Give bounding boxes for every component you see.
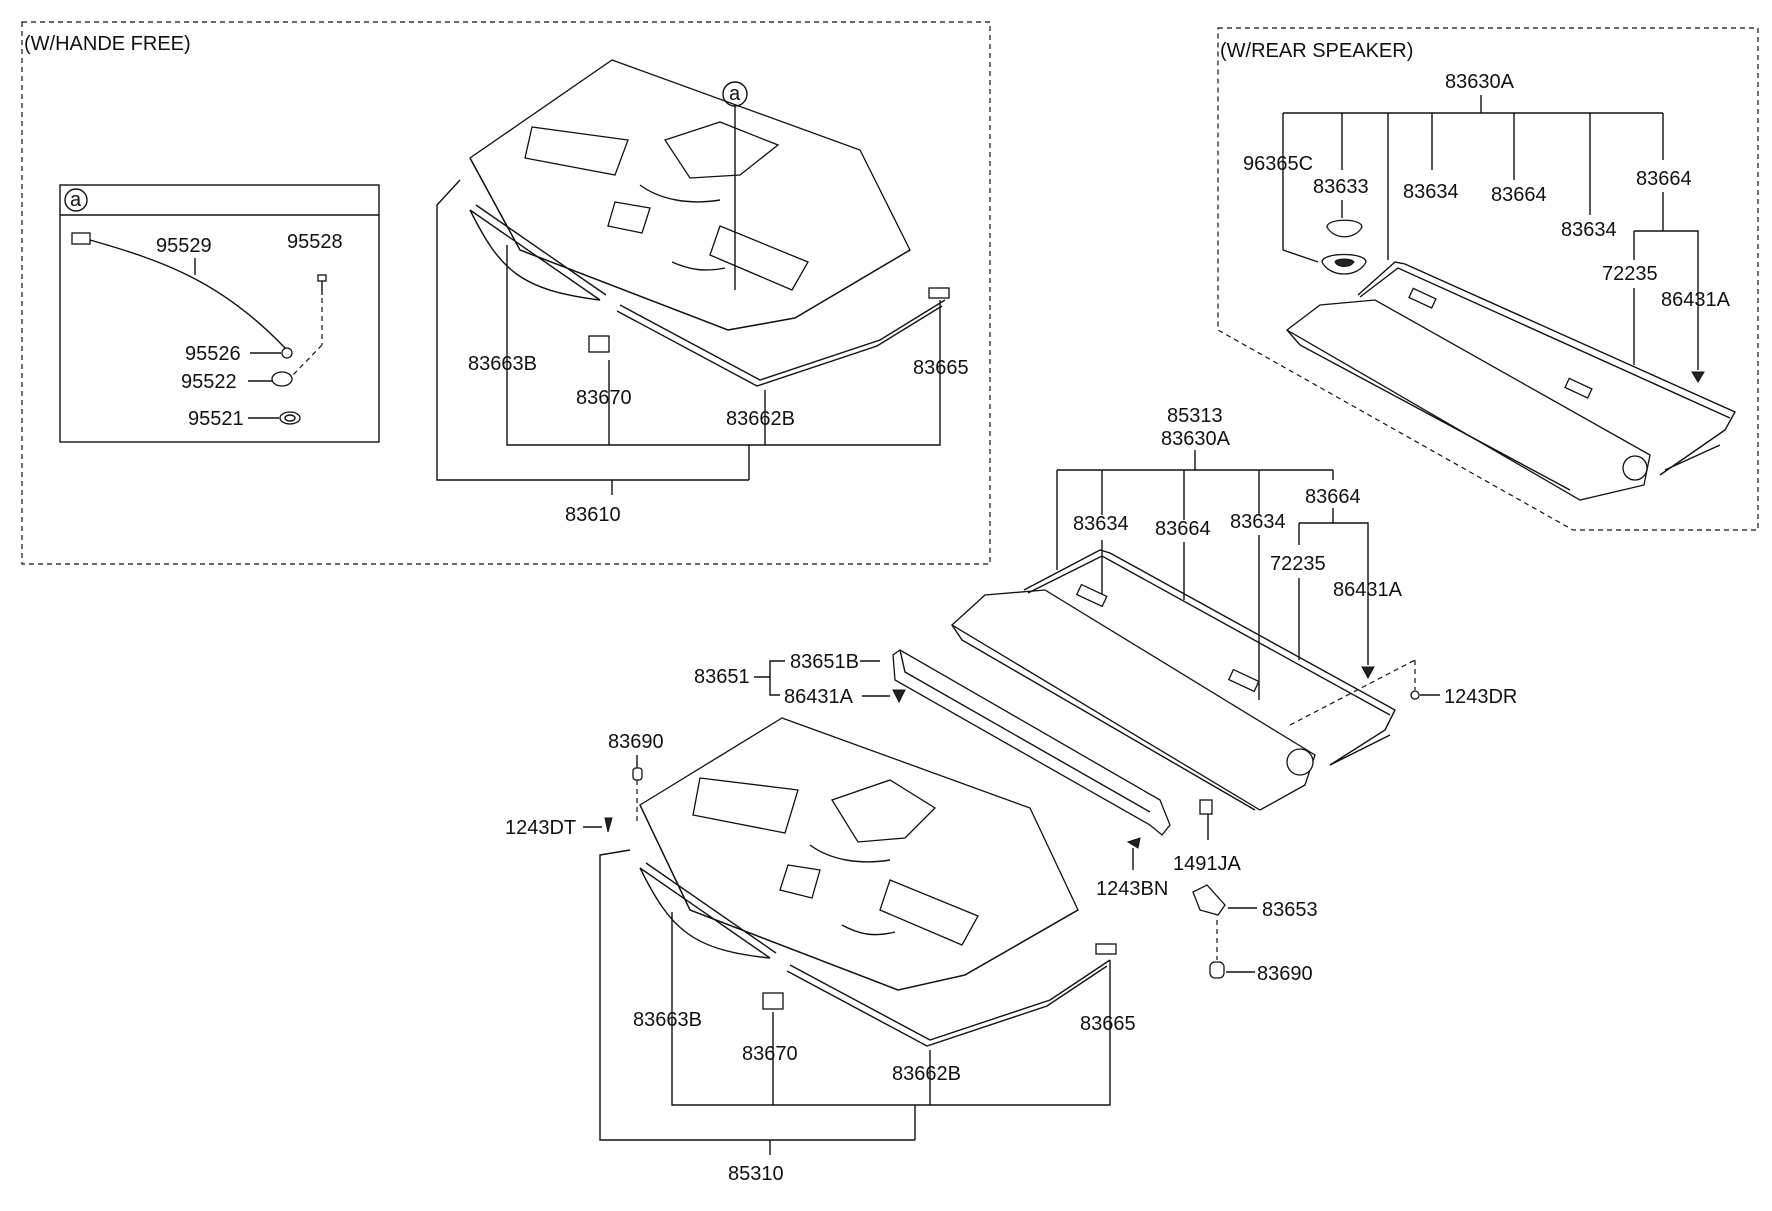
label-m-83670: 83670: [742, 1043, 798, 1065]
package-tray-rear-speaker: [1285, 261, 1736, 501]
label-m-83664-b: 83664: [1305, 486, 1361, 508]
speaker-grille-83633: [1326, 219, 1363, 238]
label-m-83651: 83651: [694, 666, 750, 688]
label-95528: 95528: [287, 231, 343, 253]
package-tray-hands-free: [469, 59, 911, 331]
rear-speaker-frame: [1217, 27, 1759, 531]
label-hf-83610: 83610: [565, 504, 621, 526]
holder-95522: [271, 371, 293, 387]
label-m-83690-a: 83690: [608, 731, 664, 753]
label-m-83662B: 83662B: [892, 1063, 961, 1085]
label-m-85313: 85313: [1167, 405, 1223, 427]
hands-free-frame: [21, 21, 991, 565]
label-m-83664-a: 83664: [1155, 518, 1211, 540]
trim-rails-85310: [639, 862, 1117, 1047]
label-95529: 95529: [156, 235, 212, 257]
detail-a-marker-text: a: [70, 189, 82, 211]
label-m-72235: 72235: [1270, 553, 1326, 575]
label-rs-96365C: 96365C: [1243, 153, 1313, 175]
trim-rails-hands-free: [469, 204, 950, 387]
nut-95521: [279, 411, 301, 425]
label-hf-83665: 83665: [913, 357, 969, 379]
callout-a-text: a: [729, 83, 741, 105]
clip-rs-86431A: [1691, 371, 1705, 383]
label-95521: 95521: [188, 408, 244, 430]
label-rs-72235: 72235: [1602, 263, 1658, 285]
clip-m-86431A-b: [892, 689, 906, 704]
cable-95529: [71, 232, 286, 349]
cap-83690-a: [632, 767, 643, 825]
label-hf-83670: 83670: [576, 387, 632, 409]
label-m-1243BN: 1243BN: [1096, 878, 1168, 900]
package-tray-83630A: [950, 549, 1416, 811]
speaker-96365C: [1321, 253, 1367, 275]
package-tray-85310: [639, 717, 1079, 991]
label-m-83634-b: 83634: [1230, 511, 1286, 533]
label-m-83690-b: 83690: [1257, 963, 1313, 985]
label-m-83665: 83665: [1080, 1013, 1136, 1035]
rear-speaker-title: (W/REAR SPEAKER): [1220, 40, 1413, 62]
screw-1243DR: [1410, 660, 1420, 700]
label-95522: 95522: [181, 371, 237, 393]
label-rs-86431A: 86431A: [1661, 289, 1731, 311]
label-rs-83634-b: 83634: [1561, 219, 1617, 241]
screw-1243DT: [604, 817, 613, 833]
clip-m-86431A: [1361, 666, 1375, 680]
garnish-83651B: [892, 649, 1171, 836]
label-m-83634-a: 83634: [1073, 513, 1129, 535]
label-95526: 95526: [185, 343, 241, 365]
label-rs-83664-b: 83664: [1636, 168, 1692, 190]
label-m-1491JA: 1491JA: [1173, 853, 1241, 875]
detail-a-box: [59, 184, 380, 443]
label-hf-83662B: 83662B: [726, 408, 795, 430]
label-hf-83663B: 83663B: [468, 353, 537, 375]
label-m-1243DT: 1243DT: [505, 817, 576, 839]
detail-a-marker: [64, 188, 88, 212]
hands-free-title: (W/HANDE FREE): [24, 33, 191, 55]
label-m-83663B: 83663B: [633, 1009, 702, 1031]
screw-1243BN: [1126, 837, 1141, 870]
label-m-83653: 83653: [1262, 899, 1318, 921]
label-m-86431A-b: 86431A: [784, 686, 854, 708]
label-m-1243DR: 1243DR: [1444, 686, 1517, 708]
label-m-83630A: 83630A: [1161, 428, 1231, 450]
label-m-83651B: 83651B: [790, 651, 859, 673]
label-m-85310: 85310: [728, 1163, 784, 1185]
label-rs-83633: 83633: [1313, 176, 1369, 198]
stopper-1491JA: [1199, 799, 1213, 840]
screw-95528: [292, 274, 327, 376]
cap-83690-b: [1209, 961, 1225, 979]
label-rs-83634-a: 83634: [1403, 181, 1459, 203]
label-rs-83630A: 83630A: [1445, 71, 1515, 93]
mic-95526: [281, 347, 293, 359]
bracket-83653: [1192, 884, 1226, 960]
label-rs-83664-a: 83664: [1491, 184, 1547, 206]
